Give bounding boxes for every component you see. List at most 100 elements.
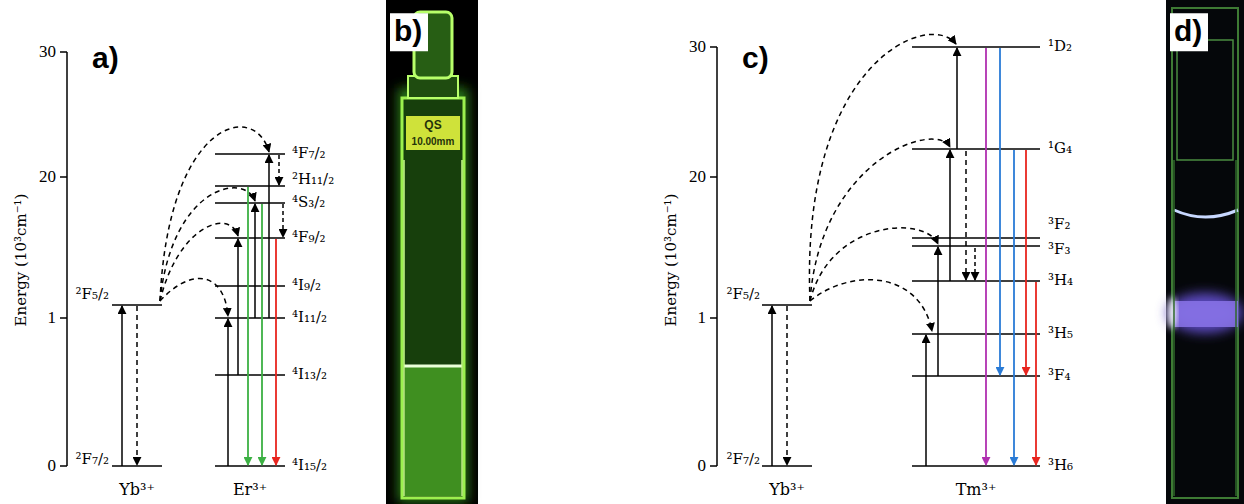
relaxation-arrow bbox=[965, 151, 967, 280]
axis-tick bbox=[710, 317, 717, 319]
cuvette-liquid bbox=[405, 366, 461, 496]
level-label: ³F₄ bbox=[1048, 367, 1070, 384]
level-label: ²F₇/₂ bbox=[75, 451, 109, 468]
tick-label: 0 bbox=[698, 456, 707, 476]
emission-band bbox=[1174, 301, 1238, 327]
level-label: ⁴F₇/₂ bbox=[292, 145, 326, 162]
tick-label: 30 bbox=[39, 42, 56, 62]
axis-tick bbox=[60, 51, 67, 53]
level-label: ⁴I₉/₂ bbox=[292, 277, 321, 294]
energy-level bbox=[215, 237, 285, 239]
tick-label: 30 bbox=[689, 37, 706, 57]
ion-label: Yb³⁺ bbox=[769, 481, 805, 499]
axis-tick bbox=[710, 176, 717, 178]
level-label: ³F₃ bbox=[1048, 241, 1070, 258]
emission-arrow bbox=[1013, 150, 1015, 465]
cuvette-text: QS bbox=[424, 119, 441, 133]
level-label: ²F₅/₂ bbox=[75, 286, 109, 303]
level-label: ³H₅ bbox=[1048, 325, 1073, 342]
energy-transfer-arrow bbox=[160, 223, 238, 301]
energy-transfer-arrow bbox=[809, 34, 956, 301]
cuvette-glow bbox=[398, 88, 468, 502]
emission-arrow bbox=[999, 48, 1001, 375]
level-label: ⁴I₁₃/₂ bbox=[292, 366, 327, 383]
y-axis bbox=[66, 52, 68, 466]
meniscus bbox=[404, 365, 462, 368]
meniscus bbox=[1174, 210, 1238, 217]
tick-label: 0 bbox=[48, 456, 57, 476]
energy-level bbox=[912, 46, 1040, 48]
tick-label: 1 bbox=[698, 308, 707, 328]
cuvette-outline bbox=[1172, 8, 1238, 498]
cuvette-edge bbox=[1235, 160, 1237, 496]
level-label: ⁴S₃/₂ bbox=[292, 194, 325, 211]
level-label: ⁴I₁₁/₂ bbox=[292, 309, 327, 326]
emission-arrow bbox=[1035, 282, 1037, 465]
excitation-arrow bbox=[237, 239, 239, 375]
level-label: ¹D₂ bbox=[1048, 38, 1072, 55]
excitation-arrow bbox=[121, 306, 123, 466]
cuvette-body bbox=[402, 98, 464, 498]
energy-level bbox=[912, 245, 1040, 247]
relaxation-arrow bbox=[278, 155, 280, 185]
relaxation-arrow bbox=[136, 306, 138, 465]
glow-spot bbox=[1168, 297, 1176, 329]
axis-tick bbox=[710, 465, 717, 467]
relaxation-arrow bbox=[974, 248, 976, 280]
cuvette-sticker bbox=[406, 116, 460, 150]
energy-transfer-arrow bbox=[810, 139, 950, 301]
energy-level bbox=[912, 375, 1040, 377]
level-label: ³F₂ bbox=[1048, 216, 1070, 233]
photo-background bbox=[1166, 0, 1244, 504]
energy-level bbox=[215, 285, 285, 287]
cuvette-text: 10.00mm bbox=[412, 136, 455, 148]
energy-level bbox=[215, 465, 285, 467]
relaxation-arrow bbox=[282, 204, 284, 237]
energy-level bbox=[912, 465, 1040, 467]
energy-level bbox=[215, 317, 285, 319]
tick-label: 20 bbox=[689, 167, 706, 187]
ion-label: Er³⁺ bbox=[233, 481, 267, 499]
panel-label: b) bbox=[390, 13, 428, 51]
excitation-arrow bbox=[925, 335, 927, 466]
emission-arrow bbox=[275, 239, 277, 465]
emission-arrow bbox=[261, 204, 263, 465]
cuvette-edge bbox=[461, 160, 463, 496]
panel-label: d) bbox=[1170, 13, 1208, 51]
emission-arrow bbox=[985, 48, 987, 465]
tick-label: 1 bbox=[48, 308, 57, 328]
energy-level bbox=[912, 280, 1040, 282]
excitation-arrow bbox=[771, 306, 773, 466]
axis-tick bbox=[710, 46, 717, 48]
energy-transfer-arrow bbox=[810, 280, 932, 331]
excitation-arrow bbox=[268, 155, 270, 318]
ion-label: Tm³⁺ bbox=[956, 481, 997, 499]
emission-arrow bbox=[247, 187, 249, 465]
relaxation-arrow bbox=[786, 306, 788, 465]
axis-title: Energy (10³cm⁻¹) bbox=[663, 194, 680, 327]
level-label: ⁴I₁₅/₂ bbox=[292, 457, 327, 474]
y-axis bbox=[716, 47, 718, 466]
energy-transfer-arrow bbox=[160, 279, 228, 316]
energy-level bbox=[112, 304, 162, 306]
energy-level bbox=[215, 374, 285, 376]
energy-level bbox=[762, 304, 812, 306]
photo-background bbox=[386, 0, 478, 504]
emission-glow bbox=[1167, 293, 1243, 333]
panel-label: c) bbox=[742, 41, 769, 76]
energy-transfer-arrow bbox=[810, 228, 938, 301]
level-label: ²H₁₁/₂ bbox=[292, 171, 334, 188]
cuvette-edge bbox=[403, 160, 405, 496]
level-label: ²F₅/₂ bbox=[726, 286, 760, 303]
axis-tick bbox=[60, 465, 67, 467]
energy-level bbox=[912, 237, 1040, 239]
cuvette-cap bbox=[1177, 40, 1233, 160]
axis-tick bbox=[60, 317, 67, 319]
excitation-arrow bbox=[254, 204, 256, 318]
energy-level bbox=[912, 333, 1040, 335]
level-label: ¹G₄ bbox=[1048, 140, 1072, 157]
level-label: ⁴F₉/₂ bbox=[292, 229, 326, 246]
cuvette-edge bbox=[1173, 160, 1175, 496]
energy-level bbox=[215, 202, 285, 204]
level-label: ²F₇/₂ bbox=[726, 451, 760, 468]
